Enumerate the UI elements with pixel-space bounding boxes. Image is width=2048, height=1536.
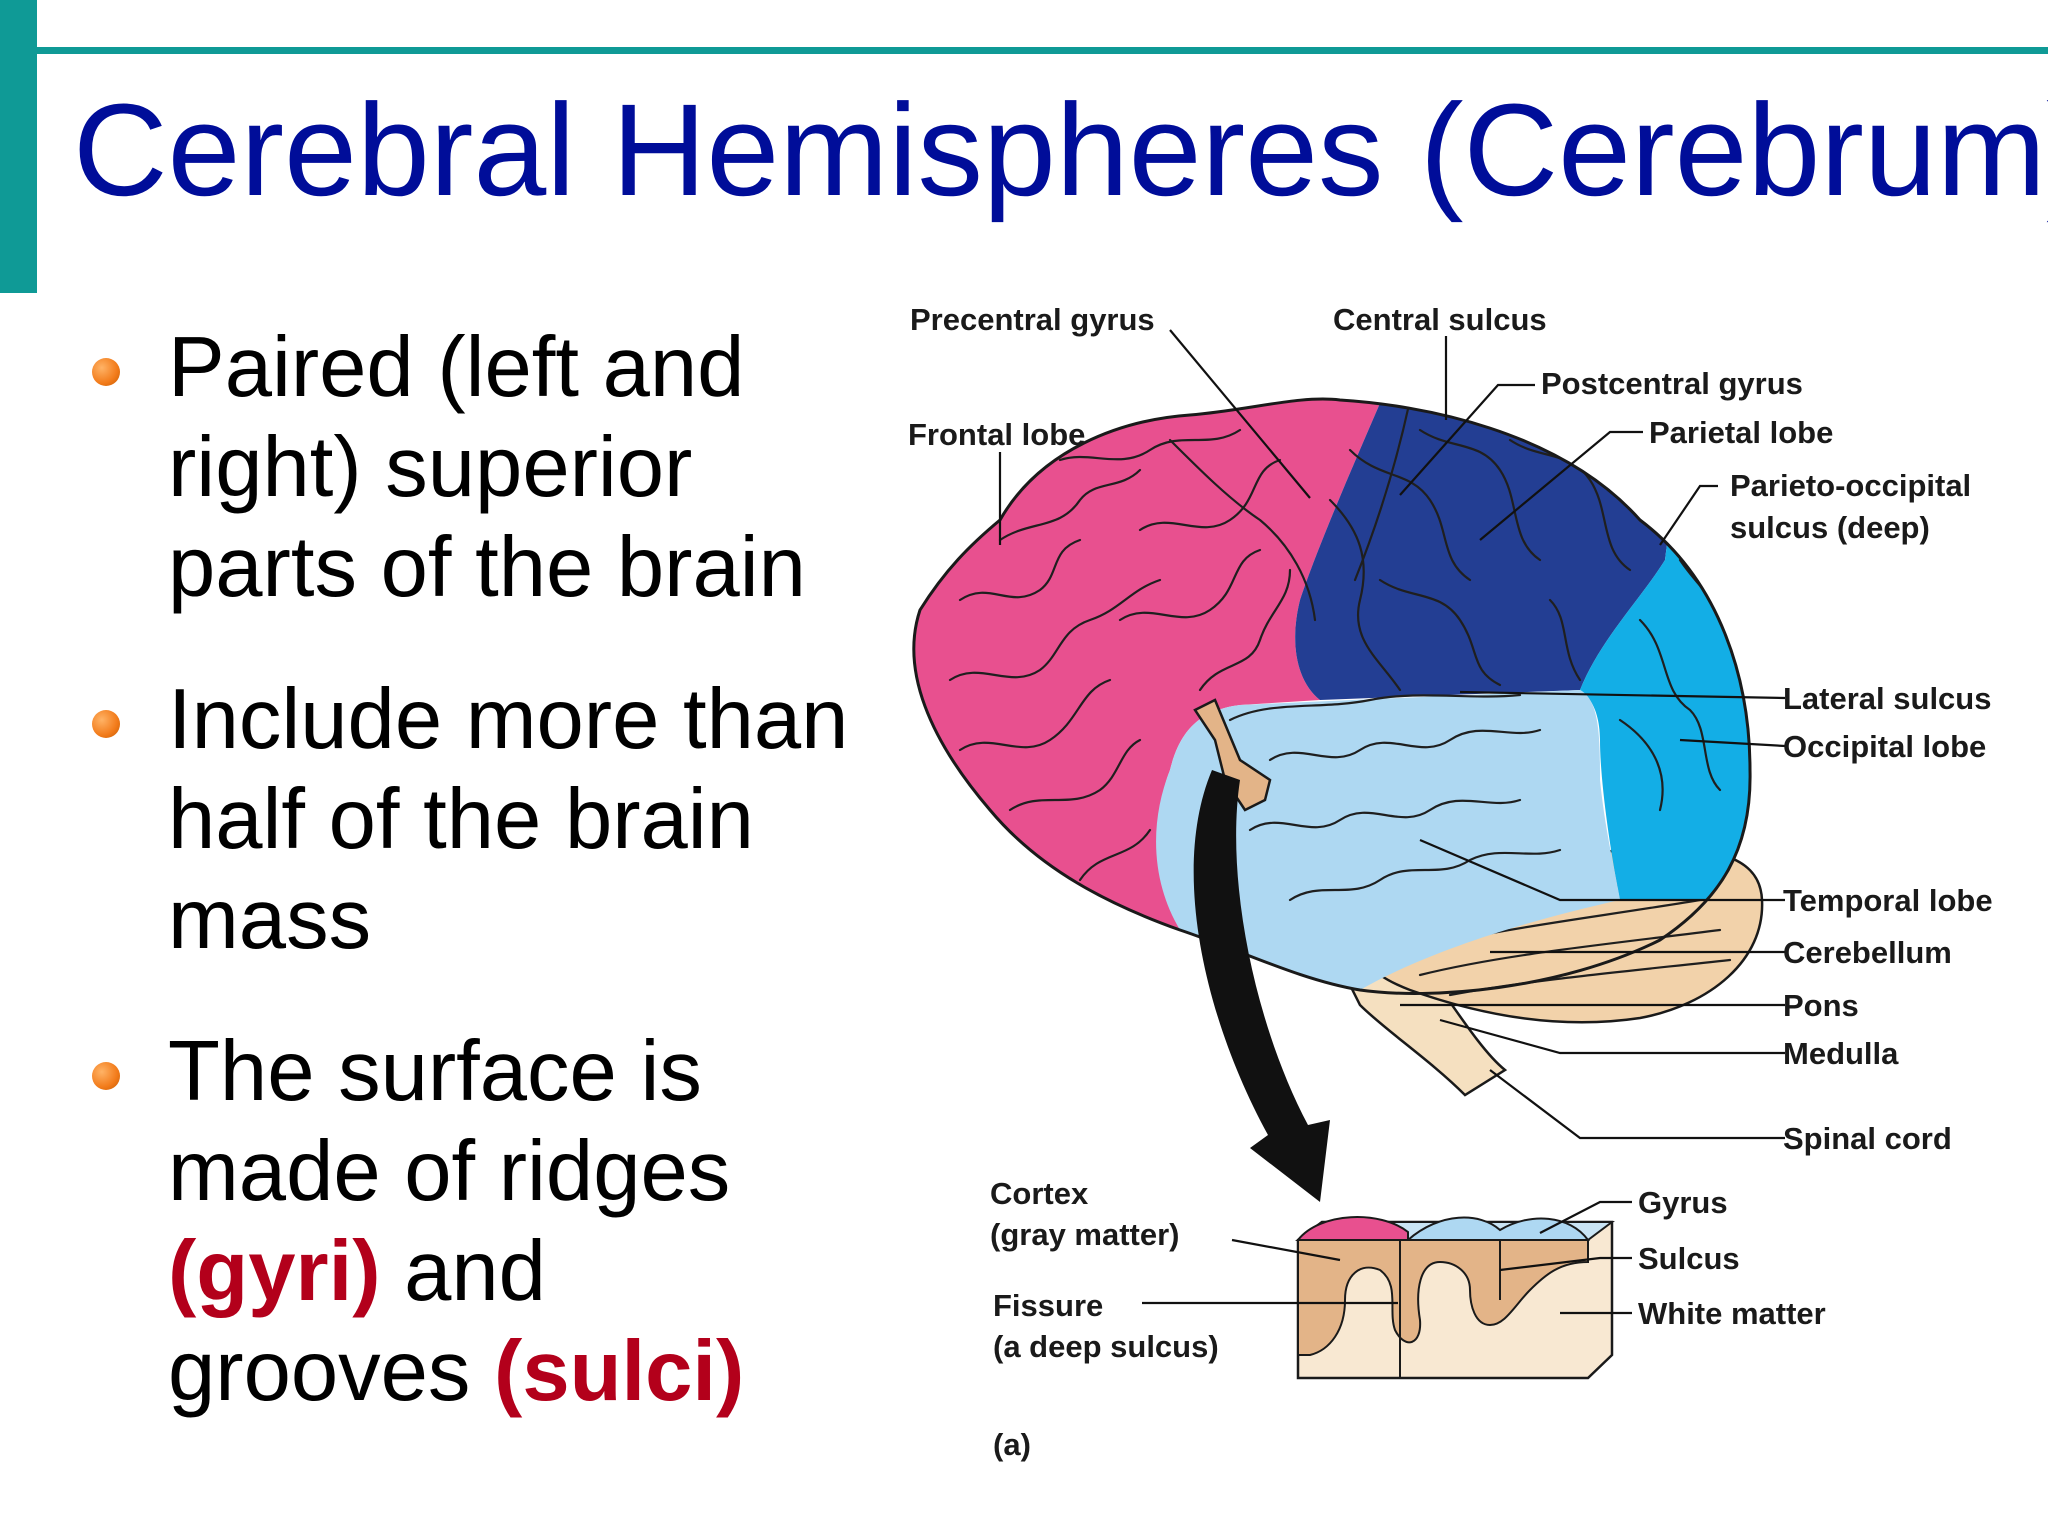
label-fissure-2: (a deep sulcus) [993, 1329, 1219, 1364]
diagram-labels: Precentral gyrus Central sulcus Frontal … [908, 302, 1993, 1462]
label-cortex-2: (gray matter) [990, 1217, 1180, 1252]
bullet-dot-icon [92, 1062, 120, 1090]
label-parietal-lobe: Parietal lobe [1649, 415, 1833, 450]
brain-diagram-svg: Precentral gyrus Central sulcus Frontal … [908, 302, 1993, 1462]
label-postcentral-gyrus: Postcentral gyrus [1541, 366, 1803, 401]
label-spinal-cord: Spinal cord [1783, 1121, 1952, 1156]
label-white-matter: White matter [1638, 1296, 1826, 1331]
bullet-item-surface: The surface is made of ridges (gyri) and… [90, 1022, 870, 1422]
frontal-lobe [913, 398, 1390, 940]
leader-lines [998, 329, 1786, 1315]
bullet-text: and grooves [168, 1224, 546, 1419]
label-medulla: Medulla [1783, 1036, 1899, 1071]
accent-bar [0, 0, 37, 293]
cerebrum-lobes [913, 398, 1751, 990]
label-occipital-lobe: Occipital lobe [1783, 729, 1986, 764]
label-fissure-1: Fissure [993, 1288, 1103, 1323]
bullet-text: Paired (left and right) superior parts o… [168, 320, 806, 615]
brain-lateral-view [912, 397, 1764, 1097]
block-top-blue [1405, 1216, 1590, 1241]
block-top-pink [1295, 1216, 1409, 1241]
top-rule [37, 47, 2048, 54]
label-sulcus: Sulcus [1638, 1241, 1740, 1276]
occipital-lobe [1580, 398, 1751, 900]
insula-patch [1193, 698, 1272, 812]
label-panel-a: (a) [993, 1427, 1031, 1462]
gyri-pattern [948, 398, 1732, 902]
label-cerebellum: Cerebellum [1783, 935, 1952, 970]
bullet-item-brain-mass: Include more than half of the brain mass [90, 670, 870, 970]
label-gyrus: Gyrus [1638, 1185, 1728, 1220]
bullet-text: The surface is made of ridges [168, 1024, 731, 1219]
bullet-dot-icon [92, 710, 120, 738]
brain-diagram: Precentral gyrus Central sulcus Frontal … [880, 285, 2048, 1490]
cerebrum-outline [912, 397, 1752, 995]
label-precentral-gyrus: Precentral gyrus [910, 302, 1155, 337]
label-parieto-occipital-2: sulcus (deep) [1730, 510, 1930, 545]
pointer-arrow [1193, 770, 1330, 1202]
temporal-lobe [1156, 690, 1620, 990]
label-pons: Pons [1783, 988, 1859, 1023]
bullet-text: Include more than half of the brain mass [168, 672, 849, 967]
term-gyri: (gyri) [168, 1224, 381, 1319]
label-parieto-occipital-1: Parieto-occipital [1730, 468, 1971, 503]
label-central-sulcus: Central sulcus [1333, 302, 1547, 337]
label-cortex-1: Cortex [990, 1176, 1089, 1211]
label-lateral-sulcus: Lateral sulcus [1783, 681, 1991, 716]
label-temporal-lobe: Temporal lobe [1783, 883, 1993, 918]
bullet-item-paired: Paired (left and right) superior parts o… [90, 318, 870, 618]
bullet-dot-icon [92, 358, 120, 386]
slide-title: Cerebral Hemispheres (Cerebrum) [73, 76, 2048, 223]
label-frontal-lobe: Frontal lobe [908, 417, 1085, 452]
bullet-list: Paired (left and right) superior parts o… [90, 318, 870, 1422]
cortex-cross-section [1295, 1216, 1615, 1380]
term-sulci: (sulci) [494, 1324, 745, 1419]
